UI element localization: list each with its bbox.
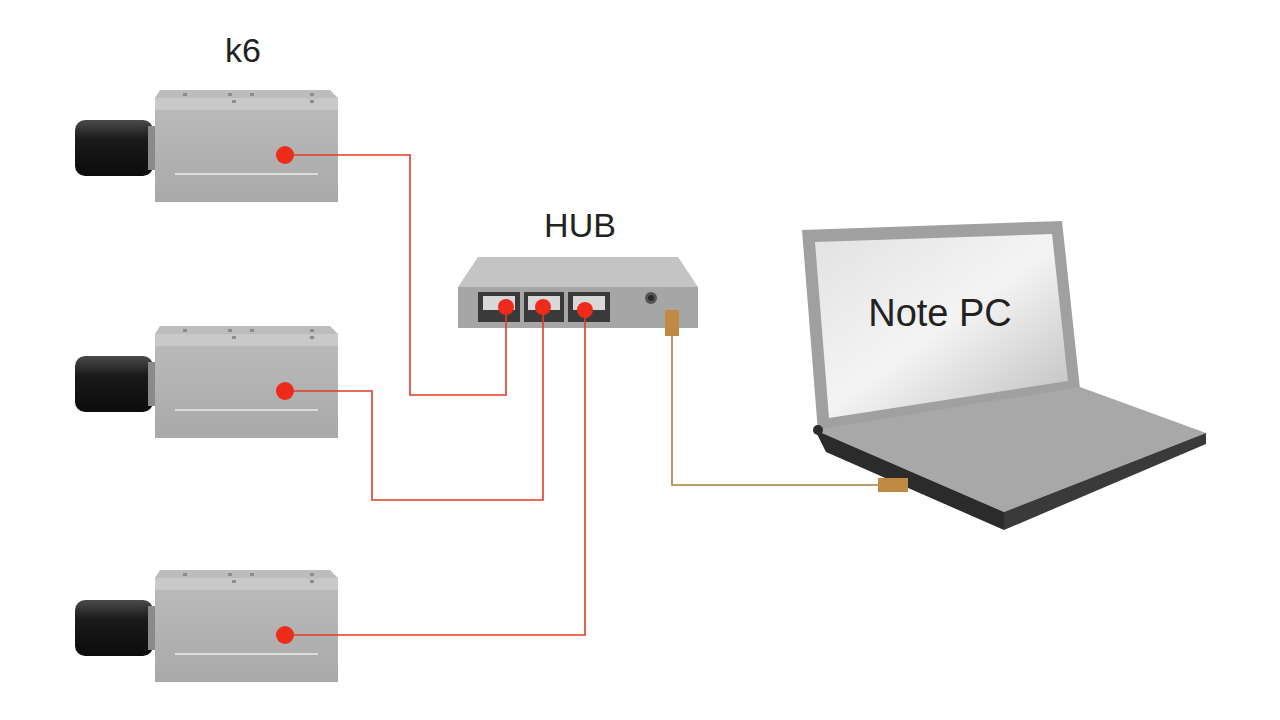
camera-node: k6 xyxy=(155,90,338,202)
laptop-illustration xyxy=(790,215,1210,535)
laptop-node: Note PC xyxy=(790,215,1210,535)
device-label: k6 xyxy=(155,32,331,69)
hub-node: HUB xyxy=(458,257,698,328)
device-label: HUB xyxy=(458,207,702,244)
device-label: Note PC xyxy=(790,293,1090,335)
cable xyxy=(338,155,506,395)
